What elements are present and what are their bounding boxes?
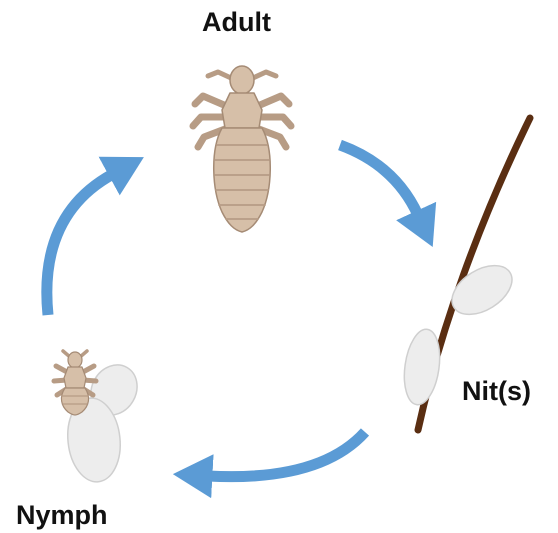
nit-egg-icon xyxy=(443,256,520,325)
arrow-nymph-to-adult xyxy=(47,174,113,315)
nymph-label: Nymph xyxy=(16,502,108,529)
adult-label: Adult xyxy=(202,9,271,36)
nit-egg-icon xyxy=(400,327,444,407)
nits-label: Nit(s) xyxy=(462,378,531,405)
arrow-adult-to-nits xyxy=(340,145,418,215)
arrow-nits-to-nymph xyxy=(208,432,365,477)
adult-louse-icon xyxy=(193,66,291,232)
